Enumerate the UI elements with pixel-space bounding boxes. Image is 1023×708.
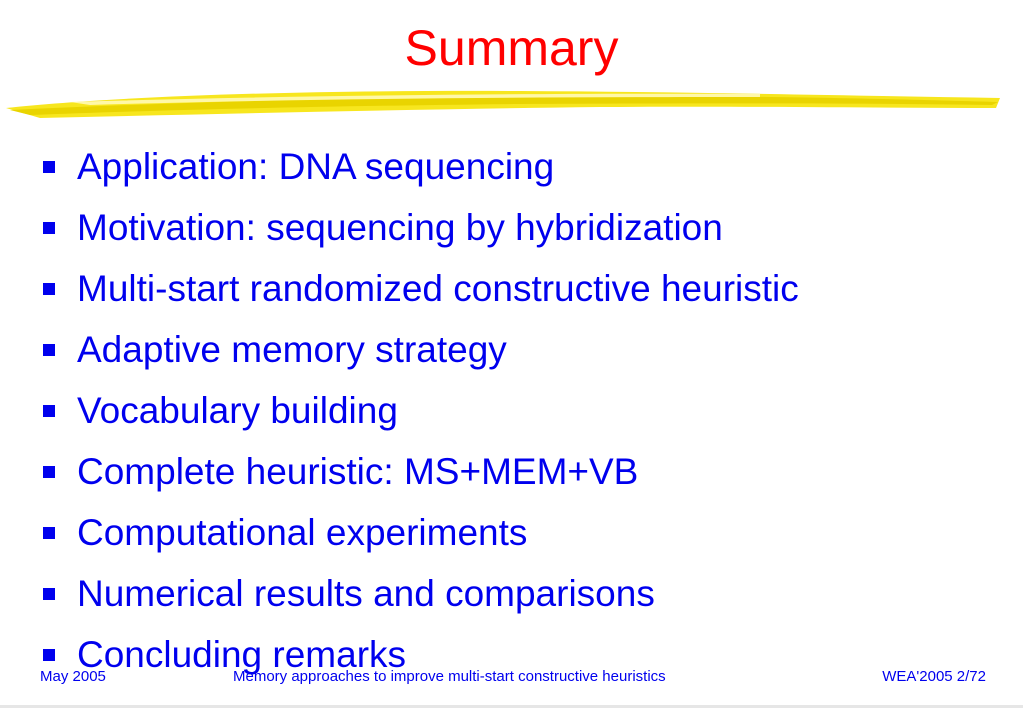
- slide-footer: May 2005 Memory approaches to improve mu…: [0, 666, 1023, 688]
- bullet-text: Numerical results and comparisons: [77, 573, 655, 614]
- footer-date: May 2005: [40, 668, 106, 685]
- bullet-text: Computational experiments: [77, 512, 528, 553]
- square-bullet-icon: [43, 649, 55, 661]
- bullet-text: Application: DNA sequencing: [77, 146, 555, 187]
- square-bullet-icon: [43, 344, 55, 356]
- footer-talk-title: Memory approaches to improve multi-start…: [233, 668, 666, 685]
- square-bullet-icon: [43, 466, 55, 478]
- square-bullet-icon: [43, 283, 55, 295]
- bullet-text: Concluding remarks: [77, 634, 407, 675]
- square-bullet-icon: [43, 161, 55, 173]
- bottom-divider: [0, 705, 1023, 708]
- yellow-brush-underline: [6, 90, 1000, 118]
- square-bullet-icon: [43, 527, 55, 539]
- bullet-text: Vocabulary building: [77, 390, 398, 431]
- square-bullet-icon: [43, 588, 55, 600]
- bullet-text: Multi-start randomized constructive heur…: [77, 268, 799, 309]
- bullet-text: Motivation: sequencing by hybridization: [77, 207, 723, 248]
- footer-page-number: WEA'2005 2/72: [882, 668, 986, 685]
- square-bullet-icon: [43, 222, 55, 234]
- slide-title: Summary: [404, 20, 619, 76]
- bullet-text: Complete heuristic: MS+MEM+VB: [77, 451, 639, 492]
- square-bullet-icon: [43, 405, 55, 417]
- bullet-text: Adaptive memory strategy: [77, 329, 507, 370]
